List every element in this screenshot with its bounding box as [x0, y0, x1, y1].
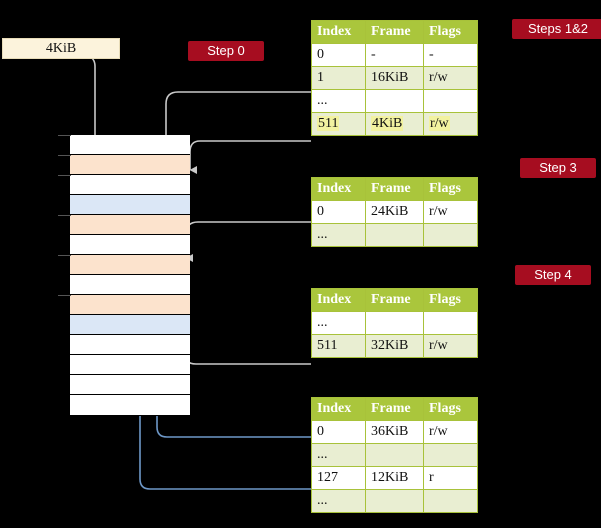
table-row[interactable]: 511 4KiB r/w: [311, 112, 478, 136]
table-row[interactable]: ...: [311, 223, 478, 247]
highlight: 511: [317, 116, 340, 131]
memory-tick-2: [58, 175, 71, 176]
badge-step-3: Step 3: [520, 158, 596, 178]
level1-table-header-0: Index: [311, 397, 366, 421]
level1-table-r2-c2: r: [423, 466, 478, 490]
level1-table-r3-c2: [423, 489, 478, 513]
level1-table-r0-c0: 0: [311, 420, 366, 444]
level1-table-header-2: Flags: [423, 397, 478, 421]
level2-table-r1-c2: r/w: [423, 334, 478, 358]
level2-table-header-2: Flags: [423, 288, 478, 312]
level4-table-r2-c2: [423, 89, 478, 113]
virtual-address-label: 4KiB: [45, 41, 77, 56]
level3-table-r1-c1: [365, 223, 424, 247]
level3-table-r0-c1: 24KiB: [365, 200, 424, 224]
level1-table-r2-c1: 12KiB: [365, 466, 424, 490]
level3-table-r1-c2: [423, 223, 478, 247]
table-row[interactable]: ...: [311, 311, 478, 335]
memory-frame-13: [70, 395, 190, 415]
level4-table-r1-c2: r/w: [423, 66, 478, 90]
memory-frame-10: [70, 335, 190, 355]
memory-tick-6: [58, 255, 71, 256]
level2-table-r1-c0: 511: [311, 334, 366, 358]
memory-frame-12: [70, 375, 190, 395]
level2-table-r0-c1: [365, 311, 424, 335]
level1-table-r2-c0: 127: [311, 466, 366, 490]
memory-frame-11: [70, 355, 190, 375]
memory-tick-1: [58, 155, 71, 156]
level3-table-r1-c0: ...: [311, 223, 366, 247]
level4-table-r1-c1: 16KiB: [365, 66, 424, 90]
level4-table-header-0: Index: [311, 20, 366, 44]
memory-frame-8: [70, 295, 190, 315]
highlight: r/w: [429, 116, 450, 131]
table-row[interactable]: ...: [311, 443, 478, 467]
memory-frame-1: [70, 155, 190, 175]
level3-table-header-2: Flags: [423, 177, 478, 201]
table-row[interactable]: ...: [311, 89, 478, 113]
memory-frame-2: [70, 175, 190, 195]
memory-tick-0: [58, 135, 71, 136]
connector-l2-to-memory: [177, 312, 311, 365]
memory-tick-8: [58, 295, 71, 296]
level4-table-r2-c0: ...: [311, 89, 366, 113]
badge-step-4: Step 4: [515, 265, 591, 285]
memory-tick-4: [58, 215, 71, 216]
level2-table-r1-c1: 32KiB: [365, 334, 424, 358]
level2-table-r0-c2: [423, 311, 478, 335]
level1-table-r0-c2: r/w: [423, 420, 478, 444]
memory-frame-9: [70, 315, 190, 335]
memory-frame-7: [70, 275, 190, 295]
memory-frame-4: [70, 215, 190, 235]
memory-frame-3: [70, 195, 190, 215]
level2-table-header-1: Frame: [365, 288, 424, 312]
connector-l3-to-memory: [185, 221, 311, 262]
memory-frame-6: [70, 255, 190, 275]
level1-table-r3-c0: ...: [311, 489, 366, 513]
level4-table-r3-c2: r/w: [423, 112, 478, 136]
level3-table-header-1: Frame: [365, 177, 424, 201]
memory-frame-5: [70, 235, 190, 255]
level4-table-r1-c0: 1: [311, 66, 366, 90]
level3-table-r0-c2: r/w: [423, 200, 478, 224]
level2-table-r0-c0: ...: [311, 311, 366, 335]
badge-step-0: Step 0: [188, 41, 264, 61]
level4-table-header-1: Frame: [365, 20, 424, 44]
connector-memory-to-l3: [189, 140, 311, 174]
level1-table-r1-c1: [365, 443, 424, 467]
level4-table-r3-c0: 511: [311, 112, 366, 136]
level3-table-header-0: Index: [311, 177, 366, 201]
highlight: 4KiB: [371, 116, 404, 131]
level1-table-r3-c1: [365, 489, 424, 513]
level1-table-r1-c2: [423, 443, 478, 467]
level4-table-r0-c1: -: [365, 43, 424, 67]
level3-table-r0-c0: 0: [311, 200, 366, 224]
level4-table-header-2: Flags: [423, 20, 478, 44]
level4-table-r0-c0: 0: [311, 43, 366, 67]
level4-table-r3-c1: 4KiB: [365, 112, 424, 136]
level1-table-r0-c1: 36KiB: [365, 420, 424, 444]
memory-frame-0: [70, 135, 190, 155]
table-row[interactable]: ...: [311, 489, 478, 513]
level1-table-header-1: Frame: [365, 397, 424, 421]
badge-steps-1-2: Steps 1&2: [512, 19, 601, 39]
level4-table-r0-c2: -: [423, 43, 478, 67]
level1-table-r1-c0: ...: [311, 443, 366, 467]
table-row[interactable]: 0--: [311, 43, 478, 67]
virtual-address-box: 4KiB: [2, 38, 120, 59]
level4-table-r2-c1: [365, 89, 424, 113]
level2-table-header-0: Index: [311, 288, 366, 312]
